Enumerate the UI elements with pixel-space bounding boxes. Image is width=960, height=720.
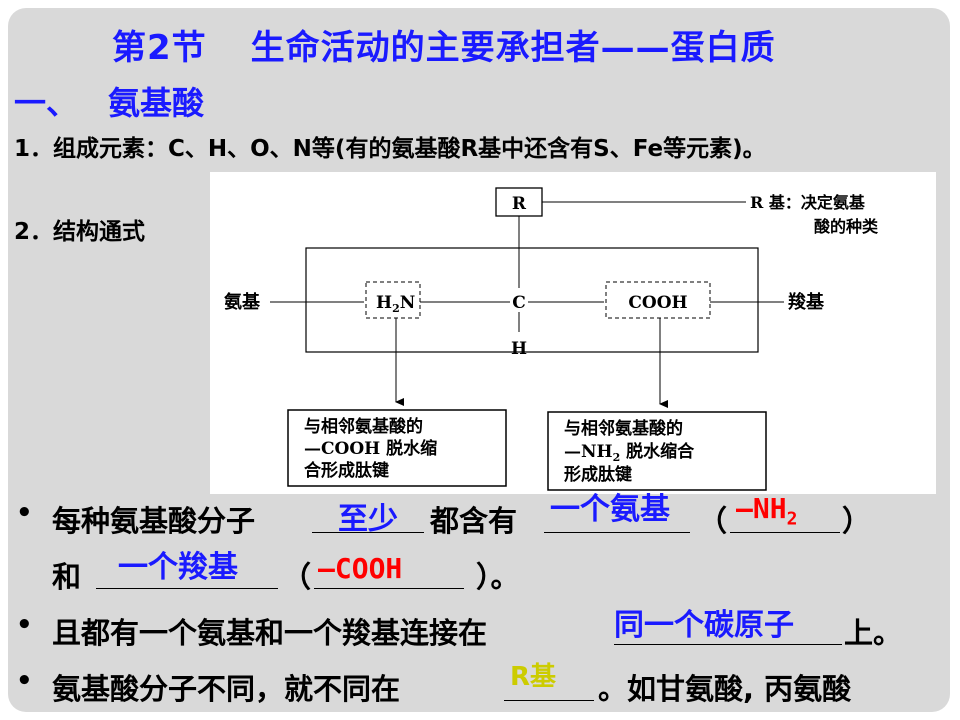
r-label-line2: 酸的种类 [814, 217, 879, 236]
bullet-3: • 且都有一个氨基和一个羧基连接在 同一个碳原子 上。 [14, 606, 944, 662]
blank [730, 532, 840, 533]
answer-r-group: R基 [510, 662, 557, 692]
h2n-group: H2N [376, 293, 415, 315]
carboxyl-dashed-box [605, 281, 711, 319]
b4-text2: 。如甘氨酸, 丙氨酸 [598, 672, 852, 706]
answer-same-carbon: 同一个碳原子 [614, 608, 794, 643]
title-section: 第2节 [112, 28, 207, 68]
bullet-1: • 每种氨基酸分子 至少 都含有 一个氨基 （ —NH2 ） [14, 492, 944, 550]
section-heading: 一、氨基酸 [14, 78, 204, 124]
blank [314, 588, 464, 589]
blank [544, 532, 690, 533]
central-carbon: C [512, 293, 526, 313]
structure-diagram: R R 基：决定氨基 酸的种类 氨基 H2N C H COOH 羧基 [210, 172, 936, 494]
amino-bond-line3: 合形成肽键 [304, 460, 389, 481]
answer-one-amino: 一个氨基 [550, 492, 670, 527]
alpha-hydrogen: H [511, 339, 527, 359]
r-label-line1: R 基：决定氨基 [750, 193, 866, 212]
b1-text2: 都含有 [430, 504, 518, 538]
blank [614, 644, 842, 645]
b3-text1: 且都有一个氨基和一个羧基连接在 [52, 616, 488, 650]
bullet-4: • 氨基酸分子不同，就不同在 R基 。如甘氨酸, 丙氨酸 [14, 662, 944, 712]
b2-paren-open: （ [282, 560, 312, 594]
carboxyl-group-label: 羧基 [788, 291, 825, 313]
point-structure: 2．结构通式 [14, 219, 146, 245]
carboxyl-bond-line1: 与相邻氨基酸的 [564, 418, 683, 439]
b2-text1: 和 [52, 560, 82, 594]
answer-at-least: 至少 [338, 502, 398, 537]
amino-dashed-box [365, 281, 421, 319]
amino-bond-line1: 与相邻氨基酸的 [304, 416, 423, 437]
b4-text1: 氨基酸分子不同，就不同在 [52, 672, 401, 706]
amino-group-label: 氨基 [224, 291, 261, 313]
cooh-group: COOH [628, 293, 687, 313]
bullet-2: 和 一个羧基 （ —COOH ）。 [14, 550, 944, 606]
carboxyl-bond-line2: —NH2 脱水缩合 [564, 441, 695, 464]
b3-text2: 上。 [844, 616, 903, 650]
amino-bond-box [287, 409, 507, 487]
point-elements: 1．组成元素：C、H、O、N等(有的氨基酸R基中还含有S、Fe等元素)。 [14, 136, 766, 162]
b1-paren-open: （ [698, 504, 728, 538]
b1-text1: 每种氨基酸分子 [52, 504, 256, 538]
b1-paren-close: ） [842, 504, 872, 538]
slide: 第2节 生命活动的主要承担者——蛋白质 一、氨基酸 1．组成元素：C、H、O、N等… [8, 8, 950, 712]
r-symbol: R [512, 194, 527, 214]
formula-frame [305, 247, 759, 353]
carboxyl-bond-line3: 形成肽键 [564, 464, 632, 485]
title-topic: 生命活动的主要承担者——蛋白质 [250, 28, 776, 68]
section-name: 氨基酸 [108, 84, 205, 122]
slide-title: 第2节 生命活动的主要承担者——蛋白质 [112, 20, 776, 69]
answer-nh2: —NH2 [736, 492, 798, 530]
blank [312, 532, 424, 533]
r-group-box [495, 187, 543, 217]
answer-cooh: —COOH [318, 552, 403, 585]
section-number: 一、 [14, 84, 79, 122]
b2-paren-close: ）。 [476, 560, 520, 594]
carboxyl-bond-box [547, 411, 767, 491]
blank [96, 588, 278, 589]
amino-bond-line2: —COOH 脱水缩 [304, 438, 437, 459]
bullet-list: • 每种氨基酸分子 至少 都含有 一个氨基 （ —NH2 ） 和 一个羧基 （ … [14, 492, 944, 712]
answer-one-carboxyl: 一个羧基 [118, 550, 238, 585]
blank [504, 700, 594, 701]
structure-svg: R R 基：决定氨基 酸的种类 氨基 H2N C H COOH 羧基 [224, 187, 879, 491]
